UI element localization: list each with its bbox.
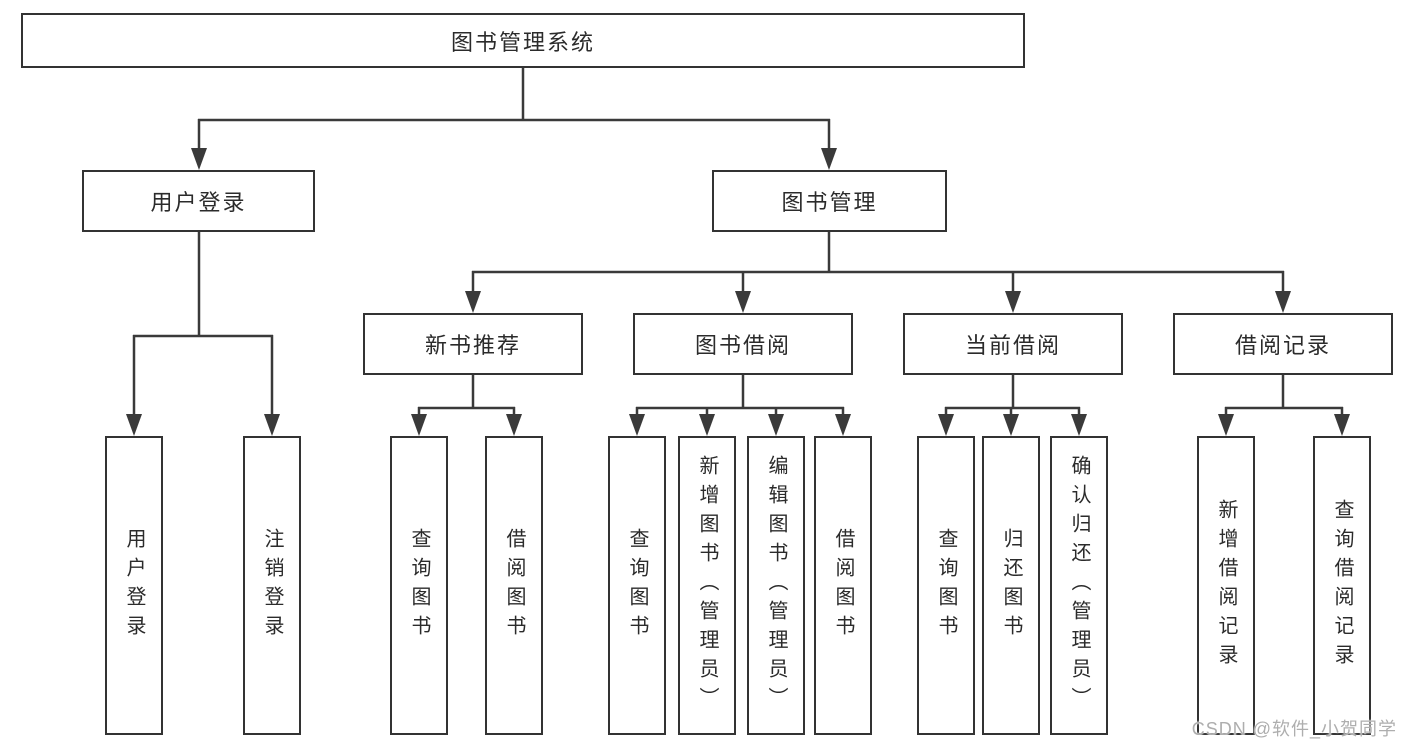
leaf-label: 新增借阅记录 [1215, 498, 1237, 673]
leaf-logout: 注销登录 [243, 436, 301, 735]
leaf-add-books-admin: 新增图书（管理员） [678, 436, 736, 735]
arrow-down-icon [1003, 414, 1019, 436]
arrow-down-icon [1334, 414, 1350, 436]
arrow-down-icon [821, 148, 837, 170]
leaf-label: 借阅图书 [503, 527, 525, 644]
leaf-edit-books-admin: 编辑图书（管理员） [747, 436, 805, 735]
leaf-query-books-3: 查询图书 [917, 436, 975, 735]
arrow-down-icon [1275, 291, 1291, 313]
leaf-label: 查询图书 [935, 527, 957, 644]
leaf-label: 借阅图书 [832, 527, 854, 644]
leaf-label: 确认归还（管理员） [1068, 455, 1090, 716]
leaf-borrow-books-1: 借阅图书 [485, 436, 543, 735]
leaf-query-borrow-record: 查询借阅记录 [1313, 436, 1371, 735]
node-user-login: 用户登录 [82, 170, 315, 232]
node-book-management: 图书管理 [712, 170, 947, 232]
arrow-down-icon [264, 414, 280, 436]
node-current-borrow: 当前借阅 [903, 313, 1123, 375]
leaf-label: 归还图书 [1000, 527, 1022, 644]
arrow-down-icon [699, 414, 715, 436]
leaf-borrow-books-2: 借阅图书 [814, 436, 872, 735]
leaf-query-books-2: 查询图书 [608, 436, 666, 735]
arrow-down-icon [1005, 291, 1021, 313]
node-book-borrow: 图书借阅 [633, 313, 853, 375]
arrow-down-icon [768, 414, 784, 436]
arrow-down-icon [938, 414, 954, 436]
arrow-down-icon [411, 414, 427, 436]
arrow-down-icon [126, 414, 142, 436]
leaf-label: 查询图书 [408, 527, 430, 644]
arrow-down-icon [506, 414, 522, 436]
arrow-down-icon [629, 414, 645, 436]
leaf-label: 编辑图书（管理员） [765, 455, 787, 716]
node-borrow-records: 借阅记录 [1173, 313, 1393, 375]
leaf-return-books: 归还图书 [982, 436, 1040, 735]
leaf-user-login: 用户登录 [105, 436, 163, 735]
arrow-down-icon [1071, 414, 1087, 436]
leaf-label: 查询借阅记录 [1331, 498, 1353, 673]
node-new-book-recommend: 新书推荐 [363, 313, 583, 375]
leaf-label: 查询图书 [626, 527, 648, 644]
leaf-label: 新增图书（管理员） [696, 455, 718, 716]
leaf-label: 注销登录 [261, 527, 283, 644]
arrow-down-icon [735, 291, 751, 313]
arrow-down-icon [835, 414, 851, 436]
arrow-down-icon [1218, 414, 1234, 436]
leaf-label: 用户登录 [123, 527, 145, 644]
leaf-add-borrow-record: 新增借阅记录 [1197, 436, 1255, 735]
node-root: 图书管理系统 [21, 13, 1025, 68]
leaf-query-books-1: 查询图书 [390, 436, 448, 735]
leaf-confirm-return-admin: 确认归还（管理员） [1050, 436, 1108, 735]
arrow-down-icon [465, 291, 481, 313]
arrow-down-icon [191, 148, 207, 170]
watermark-text: CSDN @软件_小贺同学 [1191, 719, 1397, 739]
